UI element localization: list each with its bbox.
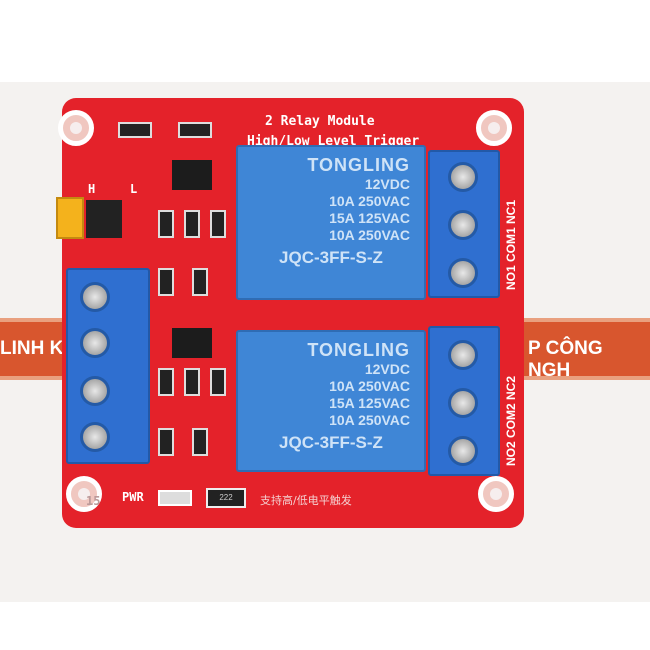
relay-rating: 10A 250VAC xyxy=(329,378,410,394)
terminal-screw[interactable] xyxy=(448,210,478,240)
terminal-screw[interactable] xyxy=(448,436,478,466)
relay-brand: TONGLING xyxy=(307,155,410,175)
relay-2-terminal-block xyxy=(428,326,500,476)
optocoupler xyxy=(172,328,212,358)
smd-resistor xyxy=(210,368,226,396)
banner-left-text: LINH K xyxy=(0,338,64,359)
terminal-screw[interactable] xyxy=(80,328,110,358)
smd-resistor xyxy=(184,368,200,396)
smd-resistor xyxy=(118,122,152,138)
terminal-screw[interactable] xyxy=(448,162,478,192)
hole-marking: 15 xyxy=(86,494,101,508)
smd-led xyxy=(158,368,174,396)
chinese-trigger-text: 支持高/低电平触发 xyxy=(260,494,352,507)
jumper-header xyxy=(86,200,122,238)
relay-rating: 12VDC xyxy=(364,361,410,377)
terminal-screw[interactable] xyxy=(80,282,110,312)
relay-rating: 10A 250VAC xyxy=(329,412,410,428)
mounting-hole xyxy=(476,110,512,146)
relay-2: TONGLING 12VDC 10A 250VAC 15A 125VAC 10A… xyxy=(236,330,426,472)
smd-resistor xyxy=(158,428,174,456)
smd-resistor xyxy=(178,122,212,138)
smd-resistor xyxy=(184,210,200,238)
mounting-hole xyxy=(58,110,94,146)
terminal-screw[interactable] xyxy=(448,388,478,418)
relay-1: TONGLING 12VDC 10A 250VAC 15A 125VAC 10A… xyxy=(236,145,426,300)
transistor xyxy=(192,428,208,456)
smd-led xyxy=(158,210,174,238)
jumper-label-l: L xyxy=(130,182,138,196)
smd-resistor-code: 222 xyxy=(206,488,246,508)
relay-rating: 15A 125VAC xyxy=(329,210,410,226)
terminal-screw[interactable] xyxy=(448,258,478,288)
relay-1-terminal-block xyxy=(428,150,500,298)
terminal-screw[interactable] xyxy=(80,376,110,406)
power-label: PWR xyxy=(122,490,144,504)
relay-rating: 12VDC xyxy=(364,176,410,192)
board-title: 2 Relay Module xyxy=(265,114,375,129)
jumper-label-h: H xyxy=(88,182,96,196)
relay-rating: 10A 250VAC xyxy=(329,193,410,209)
relay-rating: 10A 250VAC xyxy=(329,227,410,243)
relay-rating: 15A 125VAC xyxy=(329,395,410,411)
smd-resistor xyxy=(210,210,226,238)
transistor xyxy=(192,268,208,296)
relay-part-number: JQC-3FF-S-Z xyxy=(279,433,383,452)
level-jumper[interactable] xyxy=(56,197,84,239)
mounting-hole xyxy=(66,476,102,512)
mounting-hole xyxy=(478,476,514,512)
input-terminal-block xyxy=(66,268,150,464)
power-led xyxy=(158,490,192,506)
smd-resistor xyxy=(158,268,174,296)
optocoupler xyxy=(172,160,212,190)
terminal-screw[interactable] xyxy=(80,422,110,452)
relay-1-terminal-label: NO1 COM1 NC1 xyxy=(504,199,518,290)
relay-part-number: JQC-3FF-S-Z xyxy=(279,248,383,267)
terminal-screw[interactable] xyxy=(448,340,478,370)
banner-right-text: P CÔNG NGH xyxy=(528,338,603,381)
relay-2-terminal-label: NO2 COM2 NC2 xyxy=(504,375,518,466)
relay-brand: TONGLING xyxy=(307,340,410,360)
